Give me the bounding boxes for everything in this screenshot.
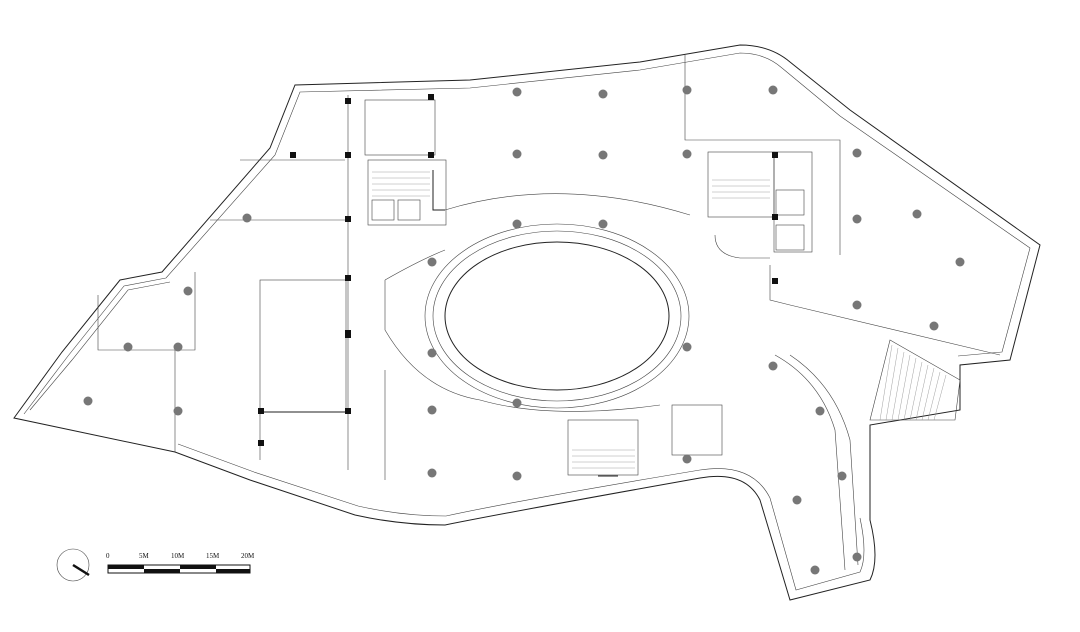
structural-blocks	[258, 94, 778, 446]
outer-wall	[13, 44, 1041, 601]
scale-label-5m: 5M	[139, 552, 150, 560]
scale-label-15m: 15M	[206, 552, 220, 560]
scale-bar: 0 5M 10M 15M 20M	[106, 552, 255, 574]
north-arrow-icon	[56, 548, 90, 582]
scale-label-10m: 10M	[171, 552, 185, 560]
scale-label-0: 0	[106, 552, 110, 560]
interior-walls	[97, 55, 1001, 571]
scale-label-20m: 20M	[241, 552, 255, 560]
stair-hatching	[879, 344, 947, 421]
columns	[83, 85, 965, 575]
